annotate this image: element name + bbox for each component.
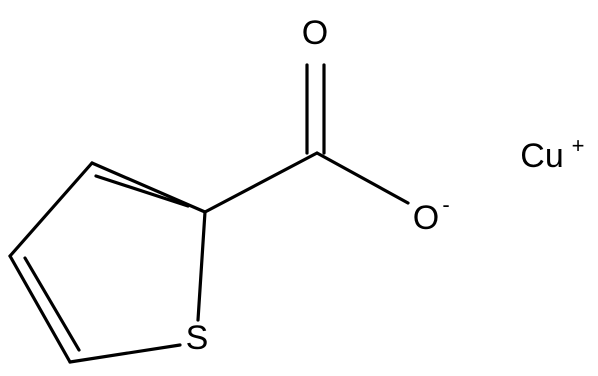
- bond-c2-carboxyl: [203, 151, 319, 214]
- oxygen-anion-label: O: [413, 199, 439, 237]
- bond-c4-c5-inner: [23, 256, 81, 352]
- bond-s-c2: [196, 210, 207, 322]
- bond-carboxyl-ominus: [315, 151, 410, 205]
- bond-c4-c5: [8, 254, 72, 364]
- oxygen-carbonyl-label: O: [302, 14, 328, 52]
- bond-c2-c3-inner: [94, 174, 190, 208]
- copper-ion-label: Cu: [520, 137, 563, 175]
- sulfur-label: S: [186, 319, 209, 357]
- bond-c3-c4: [8, 161, 94, 258]
- copper-ion-charge: +: [572, 133, 585, 158]
- bond-c5-s: [68, 343, 182, 364]
- oxygen-anion-charge: -: [442, 192, 449, 217]
